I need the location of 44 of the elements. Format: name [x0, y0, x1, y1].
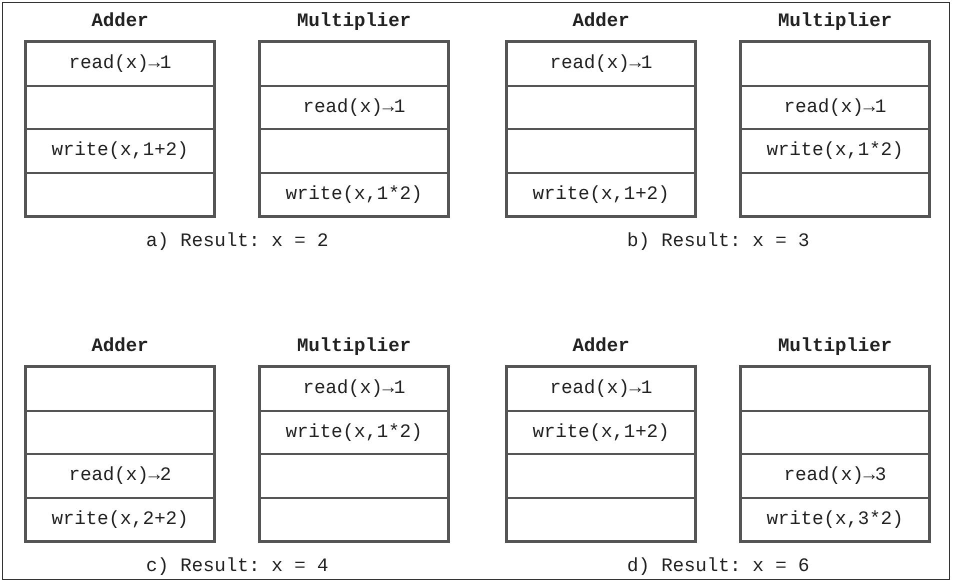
operation-slot: read(x)→1	[741, 86, 929, 129]
empty-slot	[741, 367, 929, 410]
empty-slot	[741, 42, 929, 86]
operation-slot: read(x)→1	[507, 367, 695, 410]
operation-slot: read(x)→1	[507, 42, 695, 86]
caption-text: b) Result: x = 3	[627, 230, 810, 252]
operation-slot: read(x)→1	[260, 367, 448, 410]
empty-slot	[507, 454, 695, 498]
empty-slot	[26, 86, 214, 129]
operation-slot: write(x,2+2)	[26, 498, 214, 541]
operation-slot: write(x,1+2)	[26, 129, 214, 172]
empty-slot	[741, 410, 929, 454]
column-heading: Multiplier	[296, 335, 412, 357]
caption-text: c) Result: x = 4	[146, 555, 328, 577]
column-heading: Adder	[90, 10, 150, 32]
column-heading: Adder	[90, 335, 150, 357]
operation-slot: write(x,1+2)	[507, 172, 695, 216]
empty-slot	[741, 172, 929, 216]
empty-slot	[507, 498, 695, 541]
empty-slot	[26, 172, 214, 216]
empty-slot	[260, 454, 448, 498]
empty-slot	[260, 129, 448, 172]
operation-slot: write(x,1*2)	[260, 172, 448, 216]
column-heading: Multiplier	[776, 10, 894, 32]
column-heading: Adder	[571, 10, 630, 32]
caption-text: d) Result: x = 6	[627, 555, 810, 577]
operation-slot: write(x,3*2)	[741, 498, 929, 541]
empty-slot	[26, 367, 214, 410]
operation-slot: write(x,1*2)	[741, 129, 929, 172]
operation-slot: read(x)→2	[26, 454, 214, 498]
operation-slot: read(x)→3	[741, 454, 929, 498]
caption-text: a) Result: x = 2	[146, 230, 328, 252]
empty-slot	[260, 42, 448, 86]
operation-slot: read(x)→1	[260, 86, 448, 129]
operation-slot: write(x,1+2)	[507, 410, 695, 454]
empty-slot	[507, 129, 695, 172]
column-heading: Adder	[571, 335, 630, 357]
column-heading: Multiplier	[296, 10, 412, 32]
empty-slot	[26, 410, 214, 454]
empty-slot	[260, 498, 448, 541]
operation-slot: write(x,1*2)	[260, 410, 448, 454]
operation-slot: read(x)→1	[26, 42, 214, 86]
column-heading: Multiplier	[776, 335, 894, 357]
empty-slot	[507, 86, 695, 129]
